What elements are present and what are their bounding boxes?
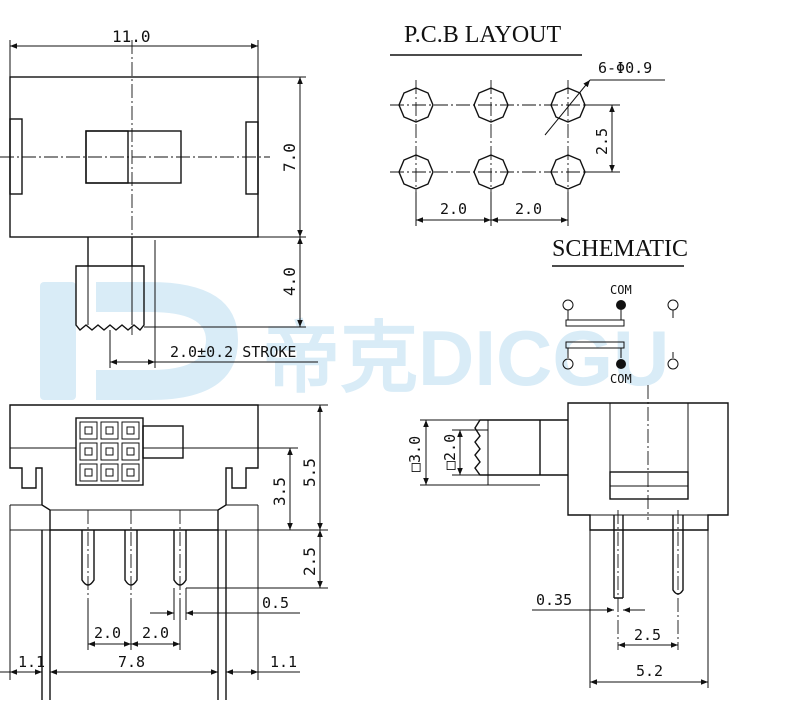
hole-note: 6-Φ0.9 (598, 59, 652, 77)
top-view: 11.0 7.0 4.0 2.0±0.2 STROKE (0, 27, 318, 368)
pcb-hole-grid (398, 87, 586, 190)
right-tab (245, 121, 259, 195)
front-view-body (9, 404, 259, 531)
actuator (75, 237, 145, 331)
watermark: 帝克DICGU (40, 282, 669, 402)
dim-pin-thickness: 0.35 (536, 591, 572, 609)
dim-pin-width: 0.5 (262, 594, 289, 612)
dim-actuator: 4.0 (280, 267, 299, 296)
dim-actuator-inner: □2.0 (441, 434, 459, 470)
slider-rail (142, 425, 184, 459)
pcb-pitch-y: 2.5 (593, 128, 611, 155)
dim-left-margin: 1.1 (18, 653, 45, 671)
dim-span: 7.8 (118, 653, 145, 671)
schematic: SCHEMATIC COM COM (552, 236, 688, 386)
side-actuator (474, 419, 568, 476)
pcb-pitch-x2: 2.0 (515, 200, 542, 218)
watermark-text: 帝克DICGU (262, 314, 669, 402)
pcb-hole (473, 154, 509, 190)
front-pins (41, 530, 227, 700)
pcb-hole (473, 87, 509, 123)
pcb-hole (398, 154, 434, 190)
dim-pin-length: 2.5 (300, 547, 319, 576)
dim-top-height: 7.0 (280, 143, 299, 172)
side-view-body (567, 402, 729, 531)
pcb-hole (550, 87, 586, 123)
side-view: □3.0 □2.0 0.35 2.5 5.2 (406, 385, 729, 688)
dim-body-width: 5.2 (636, 662, 663, 680)
pcb-hole (398, 87, 434, 123)
pcb-layout: P.C.B LAYOUT 6-Φ0.9 2.0 2.0 2.5 (390, 22, 665, 226)
com-bottom-label: COM (610, 372, 632, 386)
schematic-title: SCHEMATIC (552, 236, 688, 262)
dim-front-pitch-2: 2.0 (142, 624, 169, 642)
com-top-label: COM (610, 283, 632, 297)
left-tab (9, 118, 23, 195)
dim-top-width: 11.0 (112, 27, 151, 46)
dim-front-height-body: 3.5 (270, 477, 289, 506)
dim-front-height-total: 5.5 (300, 458, 319, 487)
pcb-pitch-x1: 2.0 (440, 200, 467, 218)
dim-front-pitch-1: 2.0 (94, 624, 121, 642)
pcb-hole (550, 154, 586, 190)
pcb-layout-title: P.C.B LAYOUT (404, 22, 561, 48)
stroke-note: 2.0±0.2 STROKE (170, 343, 296, 361)
front-view: 5.5 3.5 2.5 0.5 2.0 2.0 1.1 7.8 1.1 (0, 404, 328, 700)
dim-right-margin: 1.1 (270, 653, 297, 671)
actuator-grid (75, 417, 144, 486)
dim-actuator-outer: □3.0 (406, 436, 424, 472)
dim-side-pitch: 2.5 (634, 626, 661, 644)
